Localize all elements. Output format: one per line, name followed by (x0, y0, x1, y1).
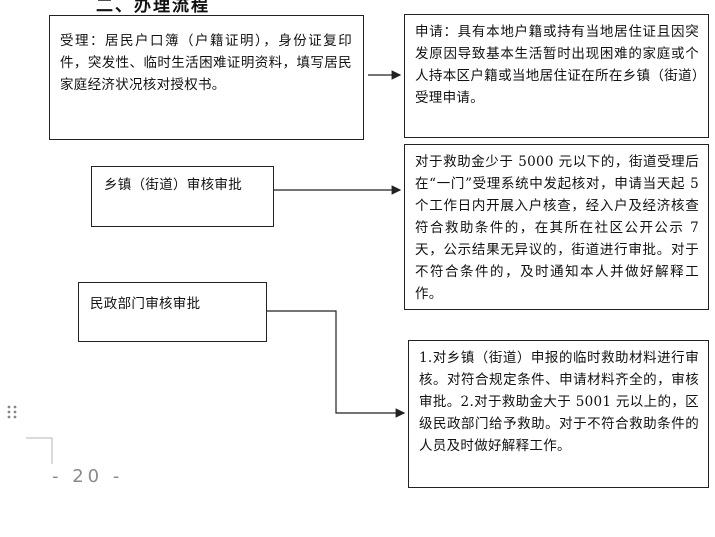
step-civil-title: 民政部门审核审批 (90, 296, 201, 312)
arrow-civil-to-detail (266, 310, 406, 418)
step-apply-box: 申请：具有本地户籍或持有当地居住证且因突发原因导致基本生活暂时出现困难的家庭或个… (404, 14, 709, 138)
step-accept-text: 受理：居民户口簿（户籍证明），身份证复印件，突发性、临时生活困难证明资料，填写居… (60, 33, 352, 93)
step-street-title: 乡镇（街道）审核审批 (104, 177, 242, 193)
page-number: - 20 - (52, 466, 124, 487)
step-street-detail-box: 对于救助金少于 5000 元以下的，街道受理后在“一门”受理系统中发起核对，申请… (404, 144, 709, 310)
page-corner-mark (26, 437, 53, 464)
section-heading: 二、办理流程 (96, 0, 210, 16)
step-apply-text: 申请：具有本地户籍或持有当地居住证且因突发原因导致基本生活暂时出现困难的家庭或个… (415, 24, 699, 106)
step-civil-detail-box: 1.对乡镇（街道）申报的临时救助材料进行审核。对符合规定条件、申请材料齐全的，审… (408, 340, 709, 488)
step-street-box: 乡镇（街道）审核审批 (91, 166, 274, 227)
step-civil-box: 民政部门审核审批 (78, 282, 267, 342)
step-civil-detail-text: 1.对乡镇（街道）申报的临时救助材料进行审核。对符合规定条件、申请材料齐全的，审… (419, 350, 699, 454)
step-street-detail-text: 对于救助金少于 5000 元以下的，街道受理后在“一门”受理系统中发起核对，申请… (415, 154, 699, 302)
drag-handle-icon[interactable] (6, 404, 18, 420)
step-accept-box: 受理：居民户口簿（户籍证明），身份证复印件，突发性、临时生活困难证明资料，填写居… (49, 15, 364, 140)
